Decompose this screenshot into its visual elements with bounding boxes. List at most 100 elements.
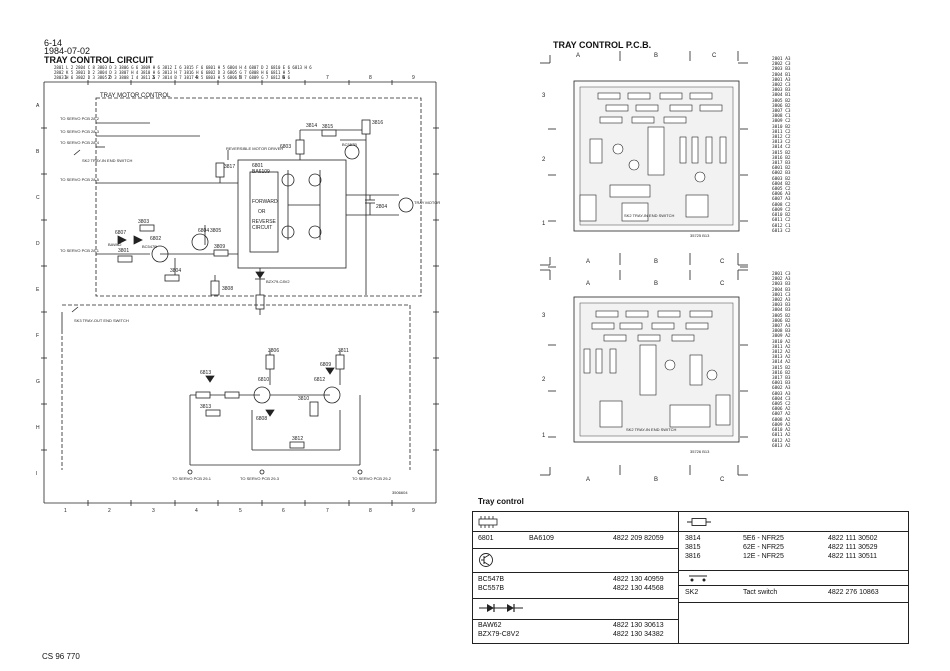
ruler-column-label: 6 — [282, 508, 285, 514]
pcb-index-entry: 2804 B3 — [772, 287, 791, 293]
pcb-index-entry: 3812 C2 — [772, 135, 791, 141]
pcb-index-entry: 6802 A3 — [772, 386, 791, 392]
part-ref: SK2 — [685, 589, 699, 596]
component-label: 3805 — [210, 228, 221, 234]
servo-label: TO SERVO PCB 28-5 — [60, 177, 100, 182]
switch-label: SK3 TRAY-OUT END SWITCH — [74, 318, 129, 323]
part-code: 4822 276 10863 — [828, 589, 879, 596]
pcb-ruler-number: 2 — [542, 377, 546, 383]
pcb-index-entry: 6801 B2 — [772, 166, 791, 172]
part-type: 62E - NFR25 — [743, 544, 784, 551]
pcb-board-number: 35725 B13 — [690, 233, 710, 238]
ruler-row-label: G — [36, 379, 40, 385]
pcb-index-entry: 6808 A2 — [772, 417, 791, 423]
pcb-ruler-letter: B — [654, 477, 658, 483]
ruler-row-label: H — [36, 425, 40, 431]
component-label: 6812 — [314, 377, 325, 383]
pcb-index-entry: 6806 A3 — [772, 192, 791, 198]
component-label: 3808 — [222, 286, 233, 292]
pcb-index-entry: 3811 A2 — [772, 344, 791, 350]
pcb-index-entry: 6809 C2 — [772, 207, 791, 213]
pcb-index-entry: 6805 C2 — [772, 187, 791, 193]
pcb-index-entry: 3809 C2 — [772, 119, 791, 125]
component-label: 6808 — [256, 416, 267, 422]
motor-label: TRAY MOTOR — [414, 200, 440, 205]
pcb-index-entry: 3814 C2 — [772, 145, 791, 151]
part-code: 4822 130 40959 — [613, 576, 664, 583]
ruler-column-label: 7 — [326, 508, 329, 514]
ic-block-label: REVERSE — [252, 219, 277, 225]
pcb-index-entry: 6809 A2 — [772, 422, 791, 428]
pcb-index-entry: 6801 B3 — [772, 381, 791, 387]
position-index-line: 2802 K 5 3801 D 2 3804 D 3 3807 H 4 3810… — [54, 70, 291, 75]
ruler-column-label: 4 — [195, 508, 198, 514]
pcb-ruler-letter: C — [712, 53, 717, 59]
ruler-column-label: 9 — [412, 75, 415, 81]
pcb-index-entry: 3817 B3 — [772, 376, 791, 382]
part-code: 4822 111 30502 — [828, 535, 878, 542]
ic-driver-label: REVERSIBLE MOTOR DRIVER — [226, 146, 283, 151]
component-label: 3811 — [338, 348, 349, 354]
pcb-index-entry: 2803 B3 — [772, 67, 791, 73]
pcb-index-entry: 6812 C1 — [772, 223, 791, 229]
ruler-row-label: B — [36, 149, 40, 155]
pcb-index-entry: 3810 B2 — [772, 124, 791, 130]
component-label: 2804 — [376, 204, 387, 210]
pcb-board-number: 35726 B13 — [690, 449, 710, 454]
pcb-index-entry: 3817 B3 — [772, 161, 791, 167]
pcb-index-entry: 6804 C3 — [772, 396, 791, 402]
part-ref: 6801 — [478, 535, 494, 542]
pcb-index-entry: 3806 B2 — [772, 103, 791, 109]
pcb-ruler-letter: C — [720, 477, 725, 483]
pcb-index-entry: 6808 C2 — [772, 202, 791, 208]
pcb-index-entry: 3807 C3 — [772, 109, 791, 115]
pcb-ruler-number: 1 — [542, 221, 546, 227]
ic-block-label: OR — [258, 209, 266, 215]
pcb-index-entry: 6810 B2 — [772, 213, 791, 219]
servo-label: TO SERVO PCB 28-2 — [60, 116, 100, 121]
part-type: Tact switch — [743, 589, 778, 596]
pcb-ruler-letter: A — [586, 281, 590, 287]
pcb-ruler-number: 2 — [542, 157, 546, 163]
part-ref: BC557B — [478, 585, 505, 592]
component-label: 3804 — [170, 268, 181, 274]
ruler-column-label: 2 — [108, 75, 111, 81]
pcb-index-entry: 3807 A3 — [772, 324, 791, 330]
pcb-index-entry: 6803 A3 — [772, 391, 791, 397]
servo-label: TO SERVO PCB 28-3 — [60, 129, 100, 134]
ruler-column-label: 4 — [195, 75, 198, 81]
block-title: TRAY MOTOR CONTROL — [100, 93, 171, 99]
pcb-ruler-letter: B — [654, 259, 658, 265]
ruler-column-label: 8 — [369, 75, 372, 81]
drawing-number: 3506604 — [392, 490, 408, 495]
pcb-ruler-letter: B — [654, 53, 658, 59]
page-number: 6-14 — [44, 38, 63, 48]
pcb-index-entry: 3813 A2 — [772, 355, 791, 361]
pcb-switch-label: SK2 TRAY-IN END SWITCH — [624, 213, 674, 218]
ruler-row-label: I — [36, 471, 37, 477]
transistor-type-label: BC557B — [342, 142, 357, 147]
pcb-index-entry: 3808 B3 — [772, 329, 791, 335]
part-type: BA6109 — [529, 535, 554, 542]
component-label: 3813 — [200, 404, 211, 410]
servo-label: TO SERVO PCB 28-4 — [60, 140, 100, 145]
pcb-layout-views: A B C 3 2 1 A B C A B C 3 2 1 A B C 3572… — [540, 51, 748, 483]
parts-table-title: Tray control — [478, 497, 524, 506]
transistor-type-label: BC547B — [142, 244, 157, 249]
component-label: 3817 — [224, 164, 235, 170]
component-label: 6810 — [258, 377, 269, 383]
position-index-line: 2803 H 6 3802 D 3 3805 D 3 3808 I 4 3811… — [54, 75, 291, 80]
part-code: 4822 111 30529 — [828, 544, 878, 551]
ruler-row-label: C — [36, 195, 40, 201]
pcb-index-entry: 3812 A2 — [772, 350, 791, 356]
pcb-ruler-number: 3 — [542, 313, 546, 319]
servo-label: TO SERVO PCB 29-3 — [240, 476, 280, 481]
pcb-index-entry: 3801 C3 — [772, 292, 791, 298]
pcb-index-entry: 6803 B2 — [772, 176, 791, 182]
pcb-index-entry: 3806 B2 — [772, 318, 791, 324]
pcb-index-entry: 3802 C3 — [772, 83, 791, 89]
pcb-index-entry: 3802 A3 — [772, 298, 791, 304]
ruler-column-label: 1 — [64, 508, 67, 514]
pcb-switch-label: SK2 TRAY-IN END SWITCH — [626, 427, 676, 432]
pcb-index-entry: 3810 A2 — [772, 339, 791, 345]
